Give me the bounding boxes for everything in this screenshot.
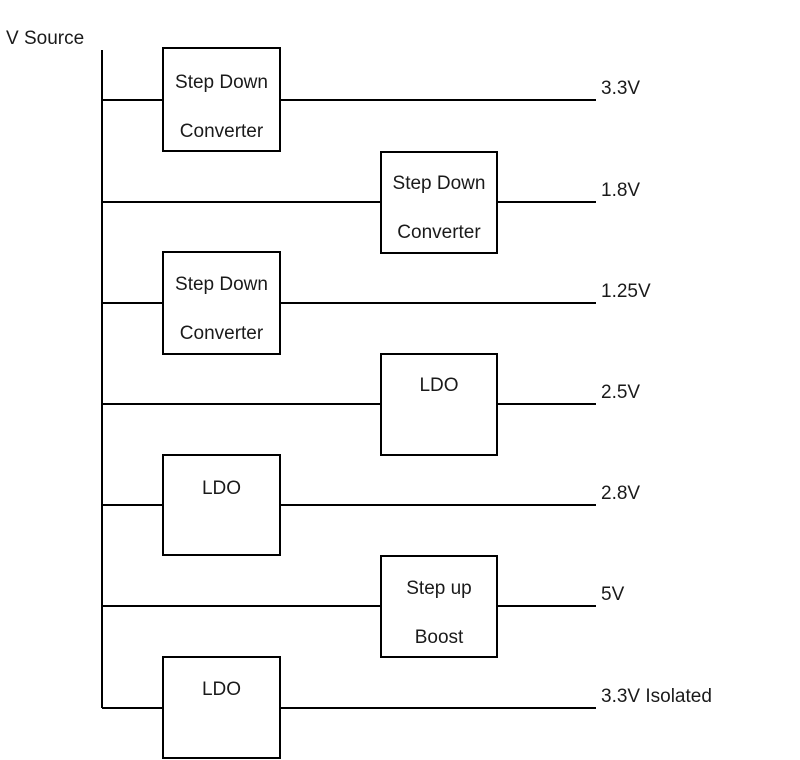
output-voltage-label: 3.3V Isolated	[601, 686, 712, 707]
converter-block	[162, 47, 281, 152]
source-label: V Source	[6, 28, 84, 49]
output-voltage-label: 2.8V	[601, 483, 640, 504]
output-voltage-label: 5V	[601, 584, 625, 605]
converter-block	[380, 151, 498, 254]
block-label: Boost	[415, 627, 464, 648]
block-label: LDO	[202, 478, 241, 499]
block-label: Step Down	[393, 173, 486, 194]
block-label: Converter	[397, 222, 481, 243]
block-label: Converter	[180, 121, 264, 142]
rail-5: LDO 2.8V	[102, 454, 640, 556]
output-voltage-label: 2.5V	[601, 382, 640, 403]
block-label: LDO	[419, 375, 458, 396]
block-label: Converter	[180, 323, 264, 344]
converter-block	[380, 353, 498, 456]
output-voltage-label: 1.25V	[601, 281, 651, 302]
output-voltage-label: 1.8V	[601, 180, 640, 201]
rail-7: LDO 3.3V Isolated	[102, 656, 712, 759]
block-label: Step Down	[175, 274, 268, 295]
output-voltage-label: 3.3V	[601, 78, 640, 99]
block-label: Step Down	[175, 72, 268, 93]
block-label: Step up	[406, 578, 472, 599]
converter-block	[162, 656, 281, 759]
block-label: LDO	[202, 679, 241, 700]
rail-4: LDO 2.5V	[102, 353, 640, 456]
rail-6: Step up Boost 5V	[102, 555, 625, 658]
converter-block	[380, 555, 498, 658]
converter-block	[162, 454, 281, 556]
